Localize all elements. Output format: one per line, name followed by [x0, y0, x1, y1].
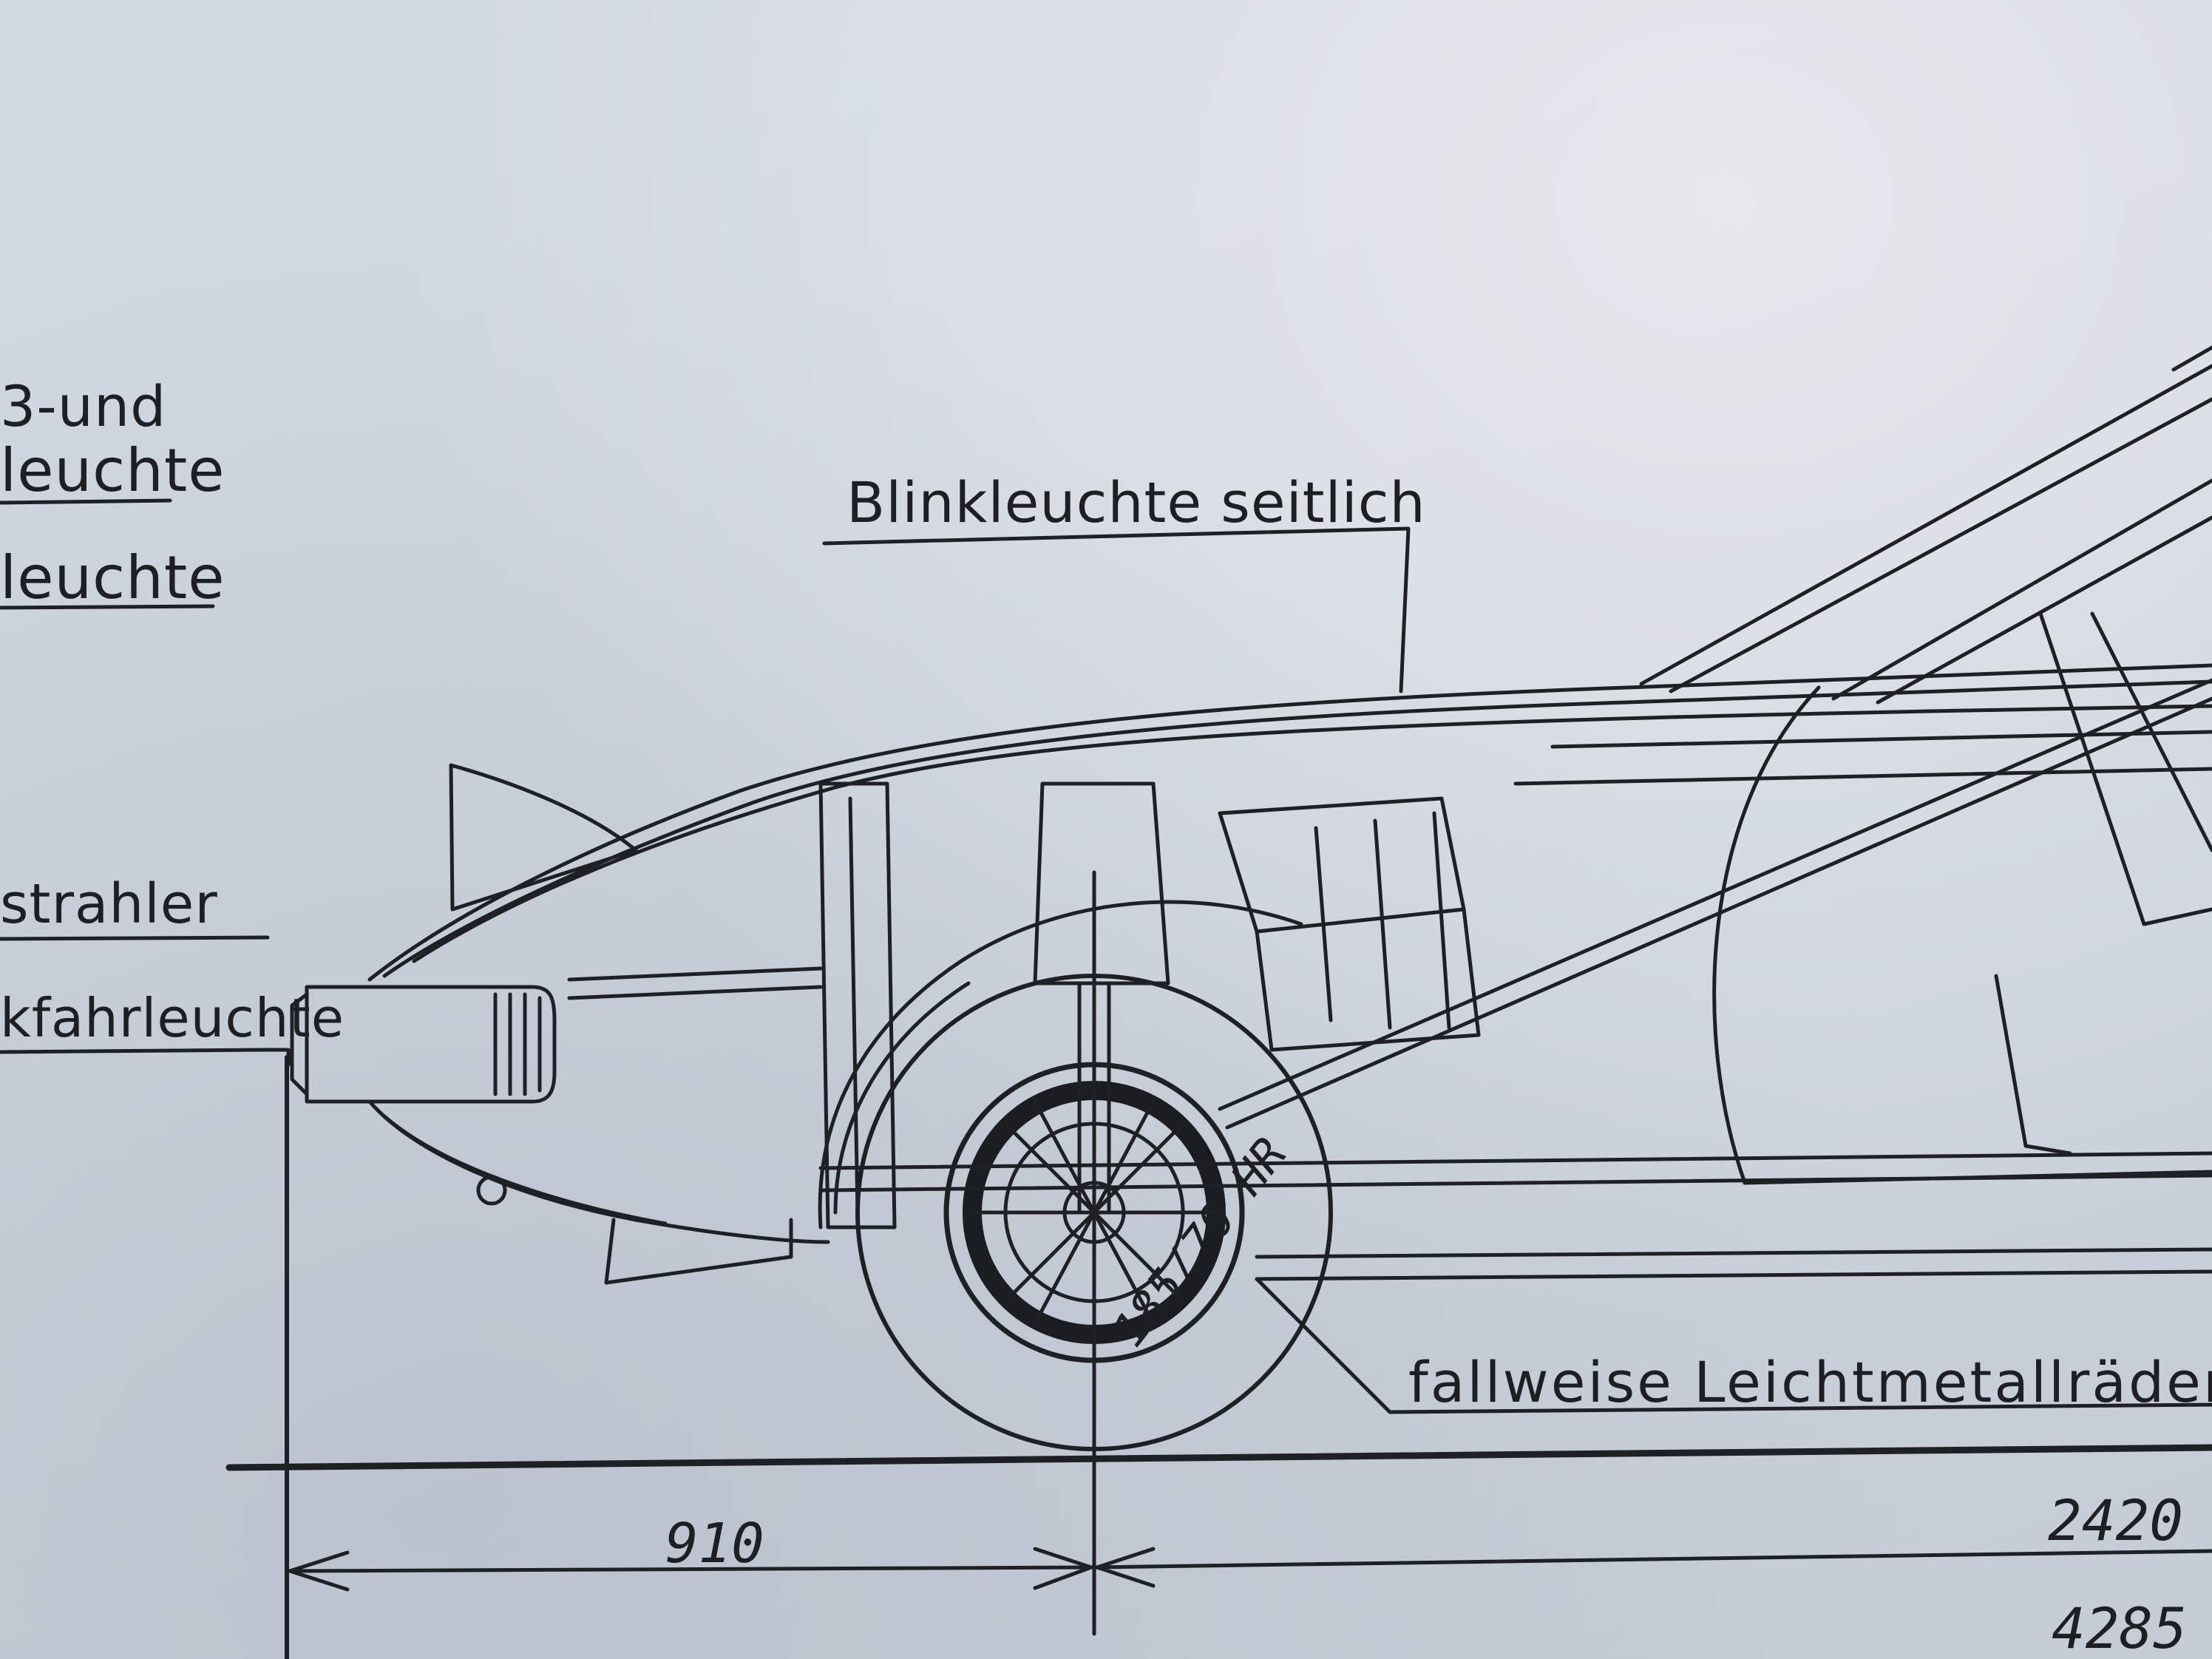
radiator-2	[848, 796, 860, 1215]
roof-edge	[2171, 345, 2212, 372]
blinker-callout-leader	[822, 526, 1411, 693]
a-pillar-2	[1876, 515, 2212, 705]
body-outline-inner	[382, 679, 2212, 978]
windshield	[1639, 364, 2212, 686]
label-rear-fog: 3-und	[0, 373, 167, 439]
arrow-right-910	[1033, 1547, 1093, 1590]
hood-line	[412, 704, 2212, 963]
tail-lamp-leader	[260, 1048, 291, 1067]
dim-line-910	[286, 1565, 1095, 1573]
strut-tower	[1033, 781, 1170, 985]
dimension-overall-length: 4285	[2052, 1595, 2188, 1659]
label-reverse-lamp: kfahrleuchte	[0, 987, 345, 1049]
ground-line	[225, 1444, 2212, 1471]
wheel-arch	[818, 900, 1303, 1229]
windshield-frame	[1669, 397, 2212, 693]
nose-lower-2	[382, 1114, 668, 1226]
arrow-left-2420	[1095, 1547, 1156, 1588]
arrow-left-910	[288, 1550, 350, 1592]
fog-lamp	[476, 1175, 507, 1206]
fender-inner	[833, 981, 971, 1215]
side-strip	[567, 966, 823, 1000]
label-lamp-1: leuchte	[0, 436, 225, 505]
tire-callout-leader	[1255, 1277, 2212, 1414]
left-underline-3	[0, 935, 270, 941]
pedal	[1994, 974, 2072, 1156]
label-reflector: strahler	[0, 872, 218, 936]
dash	[1513, 730, 2212, 786]
label-lamp-2: leuchte	[0, 543, 225, 612]
firewall	[1712, 685, 1821, 1185]
steering-column	[1218, 678, 2212, 1111]
dim-line-2420	[1093, 1549, 2212, 1570]
label-alloy-wheels: fallweise Leichtmetallräder (vorne	[1408, 1349, 2212, 1415]
left-underline-4	[0, 1048, 265, 1054]
frame-rail	[818, 1151, 2212, 1192]
bumper	[305, 985, 557, 1104]
left-underline-2	[0, 604, 215, 610]
left-underline-1	[0, 498, 172, 505]
dimension-wheelbase: 2420	[2048, 1487, 2184, 1553]
nose-lower	[367, 1099, 830, 1244]
spoiler	[604, 1218, 793, 1285]
radiator	[818, 781, 897, 1229]
chassis-lower	[1255, 1247, 2212, 1281]
bumper-corner	[290, 992, 309, 1096]
cabin-floor	[1743, 1170, 2212, 1185]
strut	[1077, 981, 1111, 1215]
popup-headlight	[449, 763, 638, 912]
body-outline	[367, 663, 2212, 982]
label-side-blinker: Blinkleuchte seitlich	[847, 469, 1426, 535]
grille-lines	[493, 992, 542, 1096]
dimension-front-overhang: 910	[665, 1512, 764, 1575]
a-pillar	[1831, 478, 2212, 701]
engine-detail	[1314, 811, 1451, 1030]
seat	[2038, 611, 2212, 926]
